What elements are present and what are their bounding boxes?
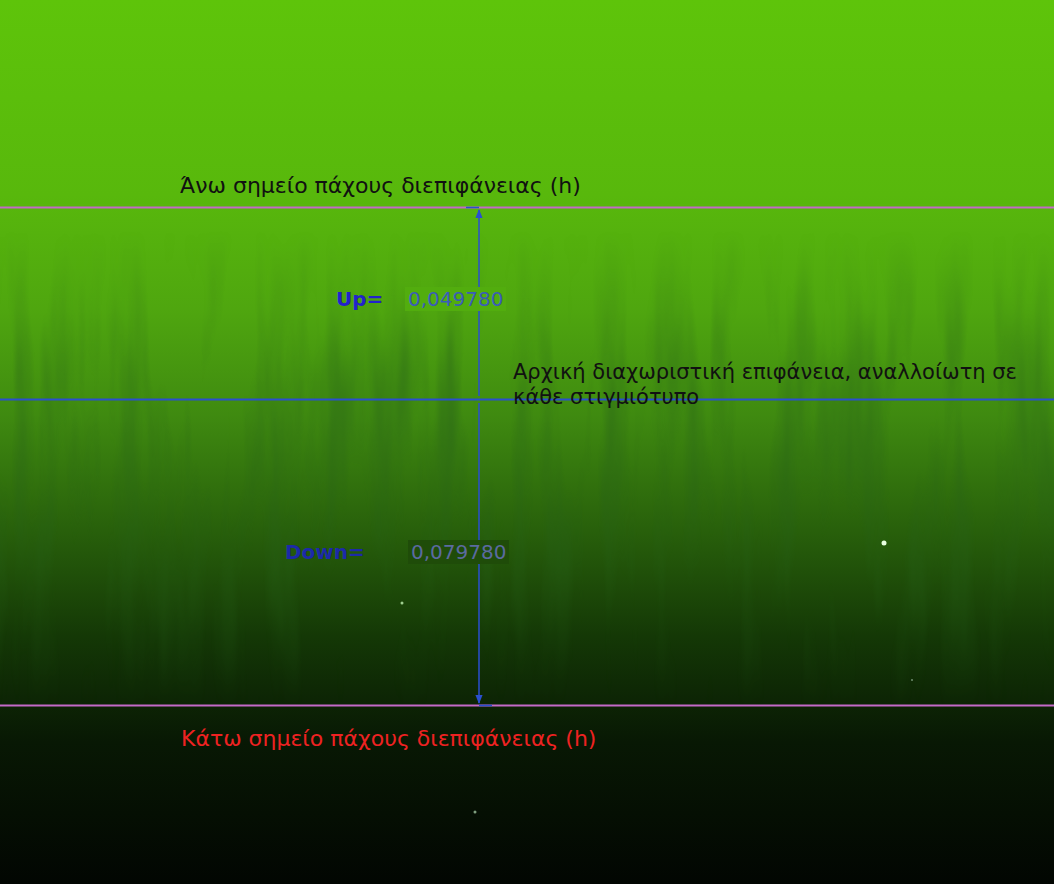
measure-name: Down= [285,540,365,564]
measure-name: Up= [336,287,383,311]
interface-note: Αρχική διαχωριστική επιφάνεια, αναλλοίωτ… [513,360,1048,410]
measure-value: 0,079780 [408,540,509,564]
measure-value: 0,049780 [405,287,506,311]
boundary-label: Κάτω σημείο πάχους διεπιφάνειας (h) [181,726,596,752]
boundary-label: Άνω σημείο πάχους διεπιφάνειας (h) [180,173,581,199]
